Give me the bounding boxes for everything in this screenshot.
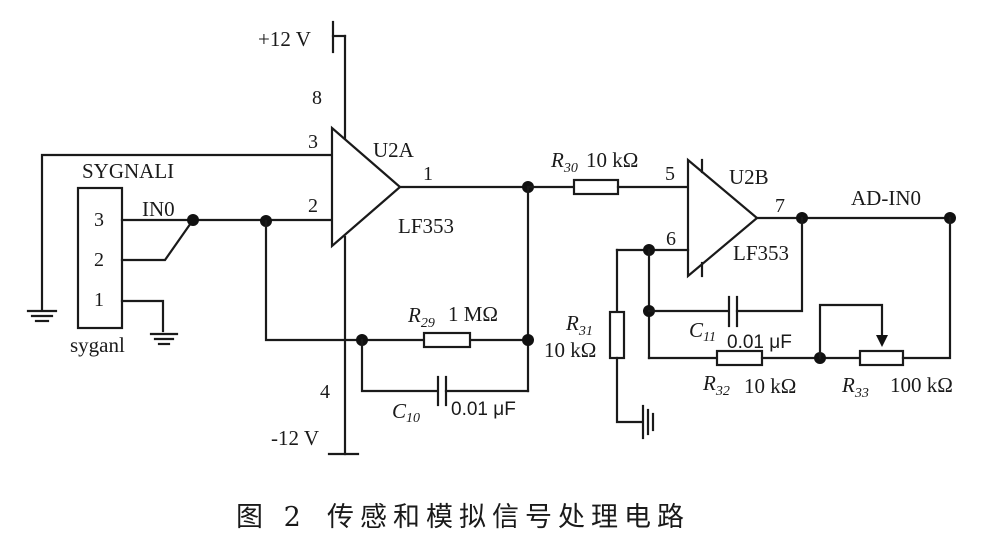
junction-dot (187, 214, 199, 226)
positive-supply-label: +12 V (258, 27, 311, 51)
u2a-pin-3-label: 3 (308, 131, 318, 153)
c11-wire (735, 216, 804, 313)
connector-footer: syganl (70, 333, 125, 357)
c11-value: 0.01 μF (727, 332, 792, 353)
resistor-r32 (715, 349, 764, 367)
feedback-cap-wire (360, 338, 439, 393)
u2a-part-label: LF353 (398, 214, 454, 238)
positive-supply: +12 V 8 (258, 20, 347, 140)
r29-value: 1 MΩ (448, 302, 498, 326)
c10-ref: C10 (392, 399, 420, 426)
c11-ref: C11 (689, 318, 716, 345)
opamp-u2a: U2A LF353 1 (330, 125, 454, 249)
in0-net-label: IN0 (142, 197, 175, 221)
resistor-r31 (608, 310, 626, 360)
ground-icon (149, 332, 179, 346)
capacitor-c11 (727, 295, 739, 328)
negative-supply-label: -12 V (271, 426, 319, 450)
u2a-pin-4-label: 4 (320, 381, 330, 403)
opamp-u2b: U2B LF353 7 6 (666, 157, 789, 279)
figure-label: 图 2 (236, 502, 307, 533)
ground-icon (641, 404, 655, 440)
resistor-r30 (572, 178, 620, 196)
u2a-ref-label: U2A (373, 138, 415, 162)
figure-title: 传感和模拟信号处理电路 (327, 502, 690, 533)
connector-name: SYGNALI (82, 159, 174, 183)
r31-ref: R31 (565, 311, 593, 339)
u2b-pin-7-label: 7 (775, 195, 785, 217)
wiper-arrow-icon (876, 335, 888, 347)
r30-value: 10 kΩ (586, 148, 638, 172)
negative-supply: -12 V 4 (271, 235, 360, 456)
c10-value: 0.01 μF (451, 399, 516, 420)
output-net-label: AD-IN0 (851, 186, 921, 210)
u2a-pin-1-label: 1 (423, 163, 433, 185)
r31-value: 10 kΩ (544, 338, 596, 362)
feedback-wire (264, 219, 426, 342)
opamp-u2a-triangle (330, 125, 402, 249)
r33-ref: R33 (841, 373, 869, 401)
connector-pin-3: 3 (94, 209, 104, 231)
u2b-ref-label: U2B (729, 165, 769, 189)
u2a-pin-2-label: 2 (308, 195, 318, 217)
u2b-part-label: LF353 (733, 241, 789, 265)
u2b-pin-6-label: 6 (666, 228, 676, 250)
opamp-u2b-triangle (686, 157, 759, 279)
potentiometer-r33 (858, 349, 905, 367)
wiper-wire (818, 303, 884, 360)
resistor-r29 (422, 331, 472, 349)
r33-value: 100 kΩ (890, 373, 953, 397)
noninv-input-wire (40, 153, 334, 311)
r33-wire (901, 216, 952, 360)
connector-pin-2: 2 (94, 249, 104, 271)
pin1-ground-wire (120, 299, 165, 333)
pin2-jumper-wire (120, 218, 195, 262)
r32-value: 10 kΩ (744, 374, 796, 398)
r31-ground-wire (615, 356, 644, 424)
signal-connector: SYGNALI syganl 3 2 1 IN0 (70, 159, 175, 357)
r30-ref: R30 (550, 148, 578, 176)
connector-body (76, 186, 124, 330)
ground-icon (26, 309, 58, 323)
junction-dot (522, 334, 534, 346)
u2a-pin-8-label: 8 (312, 87, 322, 109)
capacitor-c10 (436, 375, 448, 407)
u2b-pin-5-label: 5 (665, 163, 675, 185)
r32-ref: R32 (702, 371, 730, 399)
connector-pin-1: 1 (94, 289, 104, 311)
r29-ref: R29 (407, 303, 435, 331)
